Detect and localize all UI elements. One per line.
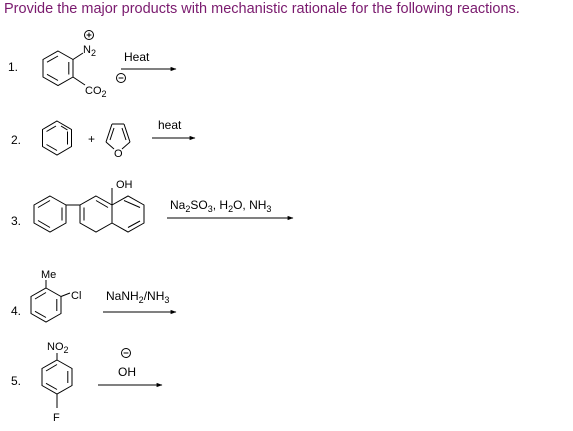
chloro-label: Cl	[71, 290, 81, 302]
plus-sign: +	[88, 132, 95, 146]
furan-structure	[105, 123, 131, 150]
reagent-label: Na2SO3, H2O, NH3	[170, 198, 271, 214]
reaction-1: 1. N2 CO2 Heat	[8, 30, 177, 99]
benzyne-structure	[42, 120, 72, 156]
methyl-label: Me	[41, 269, 56, 281]
reagent-label: NaNH2/NH3	[106, 289, 169, 305]
reaction-number: 3.	[11, 214, 21, 228]
nitro-label: NO2	[47, 341, 69, 355]
diazonium-label: N2	[83, 44, 96, 58]
reaction-4: 4. Me Cl NaNH2/NH3	[11, 269, 177, 323]
chlorotoluene-structure	[30, 280, 71, 323]
fluoro-label: F	[53, 412, 60, 424]
carboxylate-label: CO2	[85, 85, 107, 99]
reaction-number: 5.	[11, 374, 21, 388]
reagent-label: heat	[158, 118, 182, 132]
page-title: Provide the major products with mechanis…	[4, 1, 520, 17]
reaction-3: 3. OH Na2SO3, H2O, NH3	[11, 179, 294, 233]
reaction-5: 5. NO2 F OH	[11, 341, 163, 424]
reagent-label: OH	[118, 365, 136, 379]
benzenediazonium-2-carboxylate-structure	[42, 30, 126, 87]
reaction-number: 1.	[8, 60, 18, 74]
hydroxyl-label: OH	[116, 179, 133, 191]
fluoronitrobenzene-structure	[41, 348, 131, 408]
reagent-label: Heat	[124, 50, 150, 64]
furan-oxygen-label: O	[114, 148, 123, 160]
reaction-2: 2. + O heat	[11, 118, 196, 160]
reaction-number: 2.	[11, 133, 21, 147]
phenylnaphthol-structure	[33, 188, 145, 233]
reaction-number: 4.	[11, 304, 21, 318]
